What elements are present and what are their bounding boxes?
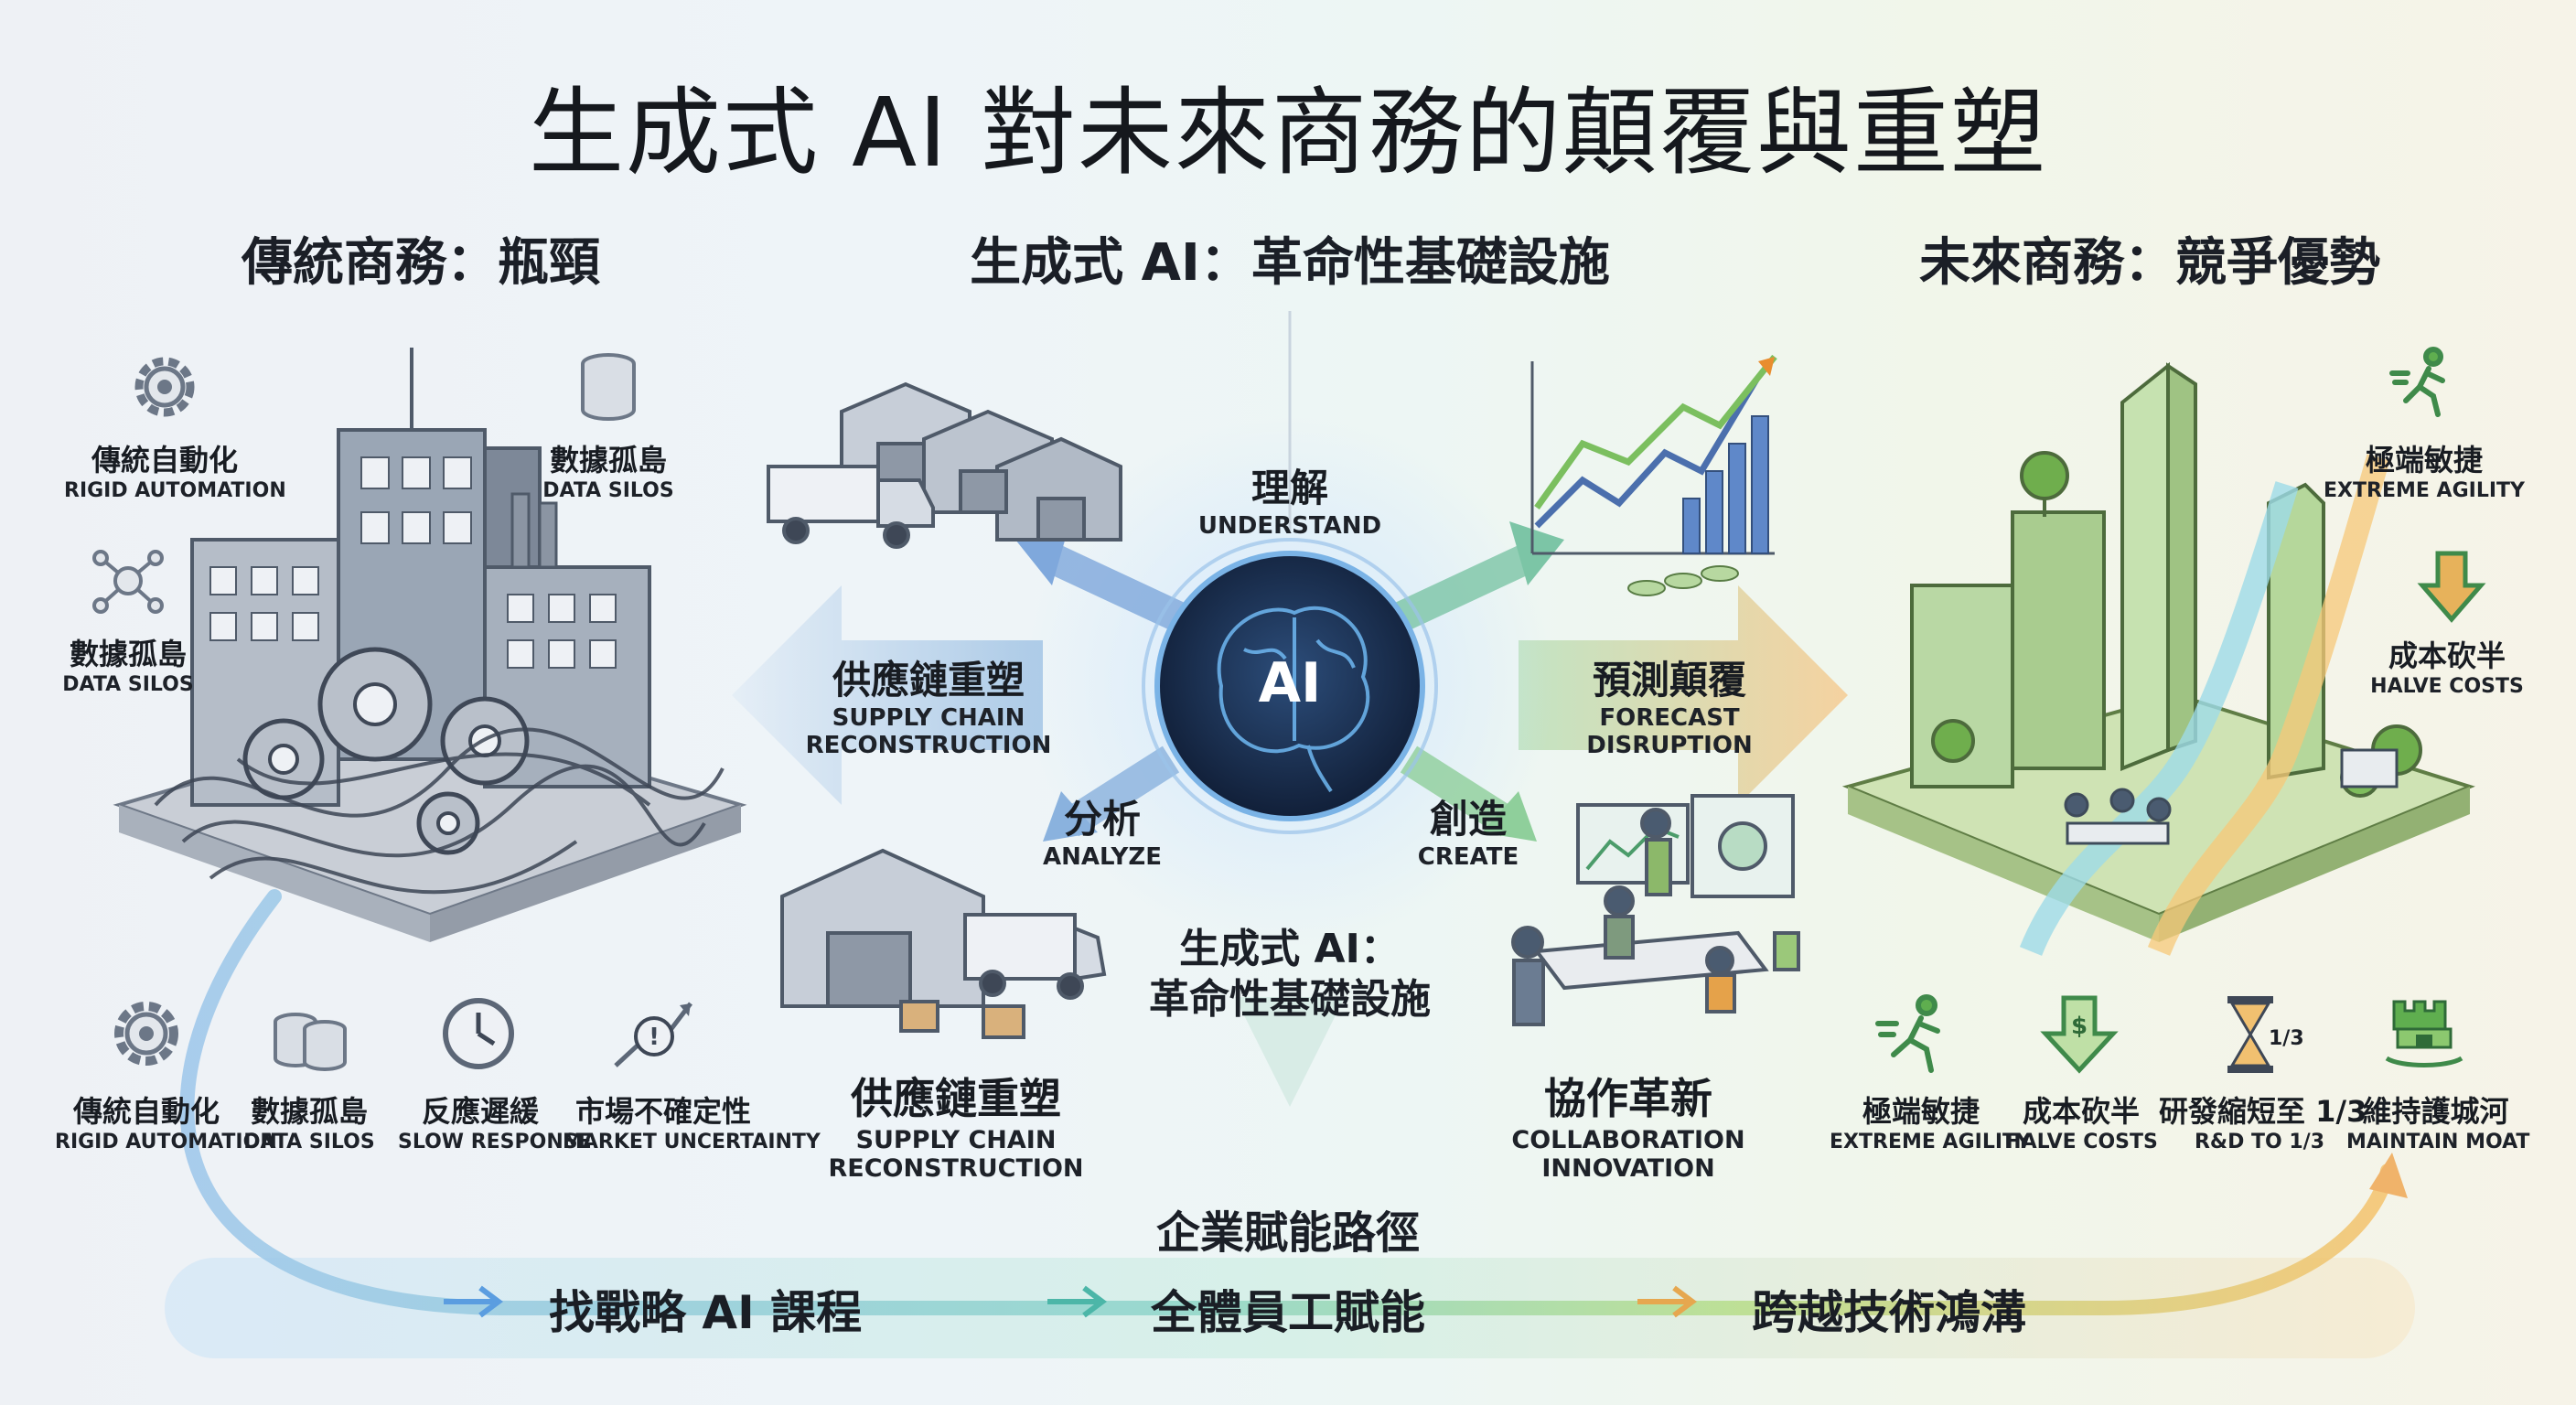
collaboration-illustration — [1511, 794, 1800, 1026]
label-collaboration-innovation: 協作革新 COLLABORATION INNOVATION — [1511, 1074, 1745, 1184]
path-step-staff-empowerment: 全體員工賦能 — [1151, 1286, 1425, 1339]
path-step-cross-tech-gap: 跨越技術鴻溝 — [1752, 1286, 2026, 1339]
running-person-icon — [1875, 994, 1940, 1073]
label-rigid-automation: 傳統自動化 RIGID AUTOMATION — [64, 443, 286, 502]
path-title: 企業賦能路徑 — [1155, 1207, 1420, 1259]
svg-text:$: $ — [2071, 1013, 2088, 1040]
label-supply-chain-bottom: 供應鏈重塑 SUPPLY CHAIN RECONSTRUCTION — [828, 1074, 1084, 1184]
path-arrow-3 — [1637, 1285, 1697, 1318]
database-icon — [581, 353, 636, 421]
cost-down-icon — [2417, 551, 2486, 623]
section-title-left: 傳統商務：瓶頸 — [242, 233, 600, 293]
hourglass-icon — [2227, 996, 2273, 1073]
gear-icon — [134, 357, 195, 417]
network-nodes-icon — [92, 550, 164, 614]
running-person-icon — [2389, 347, 2445, 417]
path-arrow-2 — [1047, 1285, 1107, 1318]
database-icon — [274, 1013, 347, 1071]
warehouse-truck-illustration-bottom — [780, 848, 1107, 1039]
ai-brain-hub — [1142, 538, 1438, 834]
label-data-silos-mid: 數據孤島 DATA SILOS — [62, 637, 194, 696]
section-title-right: 未來商務：競爭優勢 — [1919, 233, 2380, 293]
label-supply-chain-mid: 供應鏈重塑 SUPPLY CHAIN RECONSTRUCTION — [805, 658, 1052, 759]
hourglass-badge: 1/3 — [2269, 1027, 2304, 1050]
warehouse-truck-illustration-top — [767, 381, 1122, 549]
cost-down-icon: $ — [2040, 995, 2119, 1074]
future-green-city-illustration — [1841, 361, 2475, 956]
label-data-silos-top: 數據孤島 DATA SILOS — [542, 443, 674, 502]
traditional-city-illustration — [113, 348, 747, 942]
page-title: 生成式 AI 對未來商務的顛覆與重塑 — [529, 77, 2047, 188]
hub-caption: 生成式 AI：革命性基礎設施 — [1149, 926, 1431, 1023]
castle-moat-icon — [2385, 1000, 2463, 1067]
svg-text:!: ! — [649, 1024, 660, 1051]
gear-icon — [114, 1002, 178, 1066]
forecast-chart-illustration — [1530, 354, 1777, 596]
ai-core-label: AI — [1258, 651, 1322, 715]
path-arrow-1 — [444, 1285, 503, 1318]
section-title-center: 生成式 AI：革命性基礎設施 — [970, 233, 1610, 293]
label-forecast-disruption: 預測顛覆 FORECAST DISRUPTION — [1586, 658, 1753, 759]
clock-icon — [443, 998, 514, 1069]
path-step-strategy-course: 找戰略 AI 課程 — [549, 1286, 863, 1339]
uncertainty-icon: ! — [614, 1002, 692, 1067]
